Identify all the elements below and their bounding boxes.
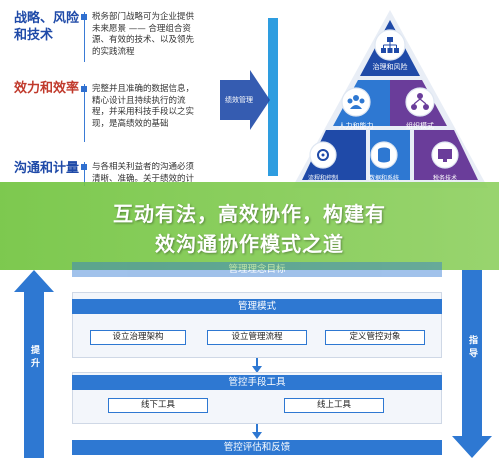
pyramid-label-process: 流程和控制 xyxy=(307,175,338,182)
pyramid-label-people: 人力和能力 xyxy=(338,122,374,130)
bullet xyxy=(81,14,87,20)
left-arrow-label: 提升 xyxy=(29,345,39,371)
up-arrow-icon xyxy=(14,270,54,458)
section-text-communication: 与各相关利益者的沟通必须清晰、准确。关于绩效的计量应合理制定， xyxy=(92,162,195,184)
down-arrow-icon xyxy=(452,270,492,458)
framework-item: 线下工具 xyxy=(108,398,208,413)
section-title-effectiveness: 效力和效率 xyxy=(14,81,80,96)
title-banner: 互动有法，高效协作，构建有 效沟通协作模式之道 xyxy=(0,182,499,270)
connector-arrow-icon xyxy=(252,432,262,439)
connector-line xyxy=(256,358,258,368)
bullet xyxy=(81,86,87,92)
database-icon xyxy=(370,141,398,169)
section-text-strategy: 税务部门战略可为企业提供未来愿景 —— 合理组合资源、有效的技术、以及领先的实践… xyxy=(92,12,195,57)
bottom-band: 管控评估和反馈 xyxy=(72,440,442,455)
connector-line xyxy=(256,424,258,436)
top-band: 管理理念目标 xyxy=(72,262,442,277)
section-text-effectiveness: 完整并且准确的数据信息，精心设计且持续执行的流程，并采用科技手段以之实现，是高绩… xyxy=(92,84,195,129)
bullet xyxy=(81,164,87,170)
arrow-label: 绩效管理 xyxy=(225,96,253,104)
framework-item: 线上工具 xyxy=(284,398,384,413)
vertical-connector-bar xyxy=(268,18,278,176)
org-chart-icon xyxy=(374,29,406,61)
management-model-band: 管理模式 xyxy=(72,299,442,314)
pyramid-label-data: 数据和系统 xyxy=(368,175,399,182)
section-title-communication: 沟通和计量 xyxy=(14,161,80,176)
monitor-icon xyxy=(431,141,459,169)
pyramid-label-tax-tech: 税务技术 xyxy=(432,175,457,182)
right-arrow-label: 指导 xyxy=(467,335,477,361)
control-tools-band: 管控手段工具 xyxy=(72,375,442,390)
bracket xyxy=(84,12,85,62)
team-icon xyxy=(341,87,371,117)
process-icon xyxy=(309,141,337,169)
connector-arrow-icon xyxy=(252,366,262,373)
framework-item: 设立管理流程 xyxy=(207,330,307,345)
banner-title-line-2: 效沟通协作模式之道 xyxy=(155,232,344,256)
section-title-strategy: 战略、风险 和技术 xyxy=(14,11,80,43)
pyramid-label-org-model: 组织模式 xyxy=(406,122,434,130)
framework-item: 设立治理架构 xyxy=(90,330,186,345)
framework-item: 定义管控对象 xyxy=(325,330,425,345)
bracket xyxy=(84,84,85,142)
bracket xyxy=(84,162,85,186)
hierarchy-icon xyxy=(405,87,435,117)
right-arrow-icon xyxy=(220,70,270,130)
banner-title-line-1: 互动有法，高效协作，构建有 xyxy=(113,202,386,226)
pyramid-label-governance: 治理和风险 xyxy=(372,63,408,71)
